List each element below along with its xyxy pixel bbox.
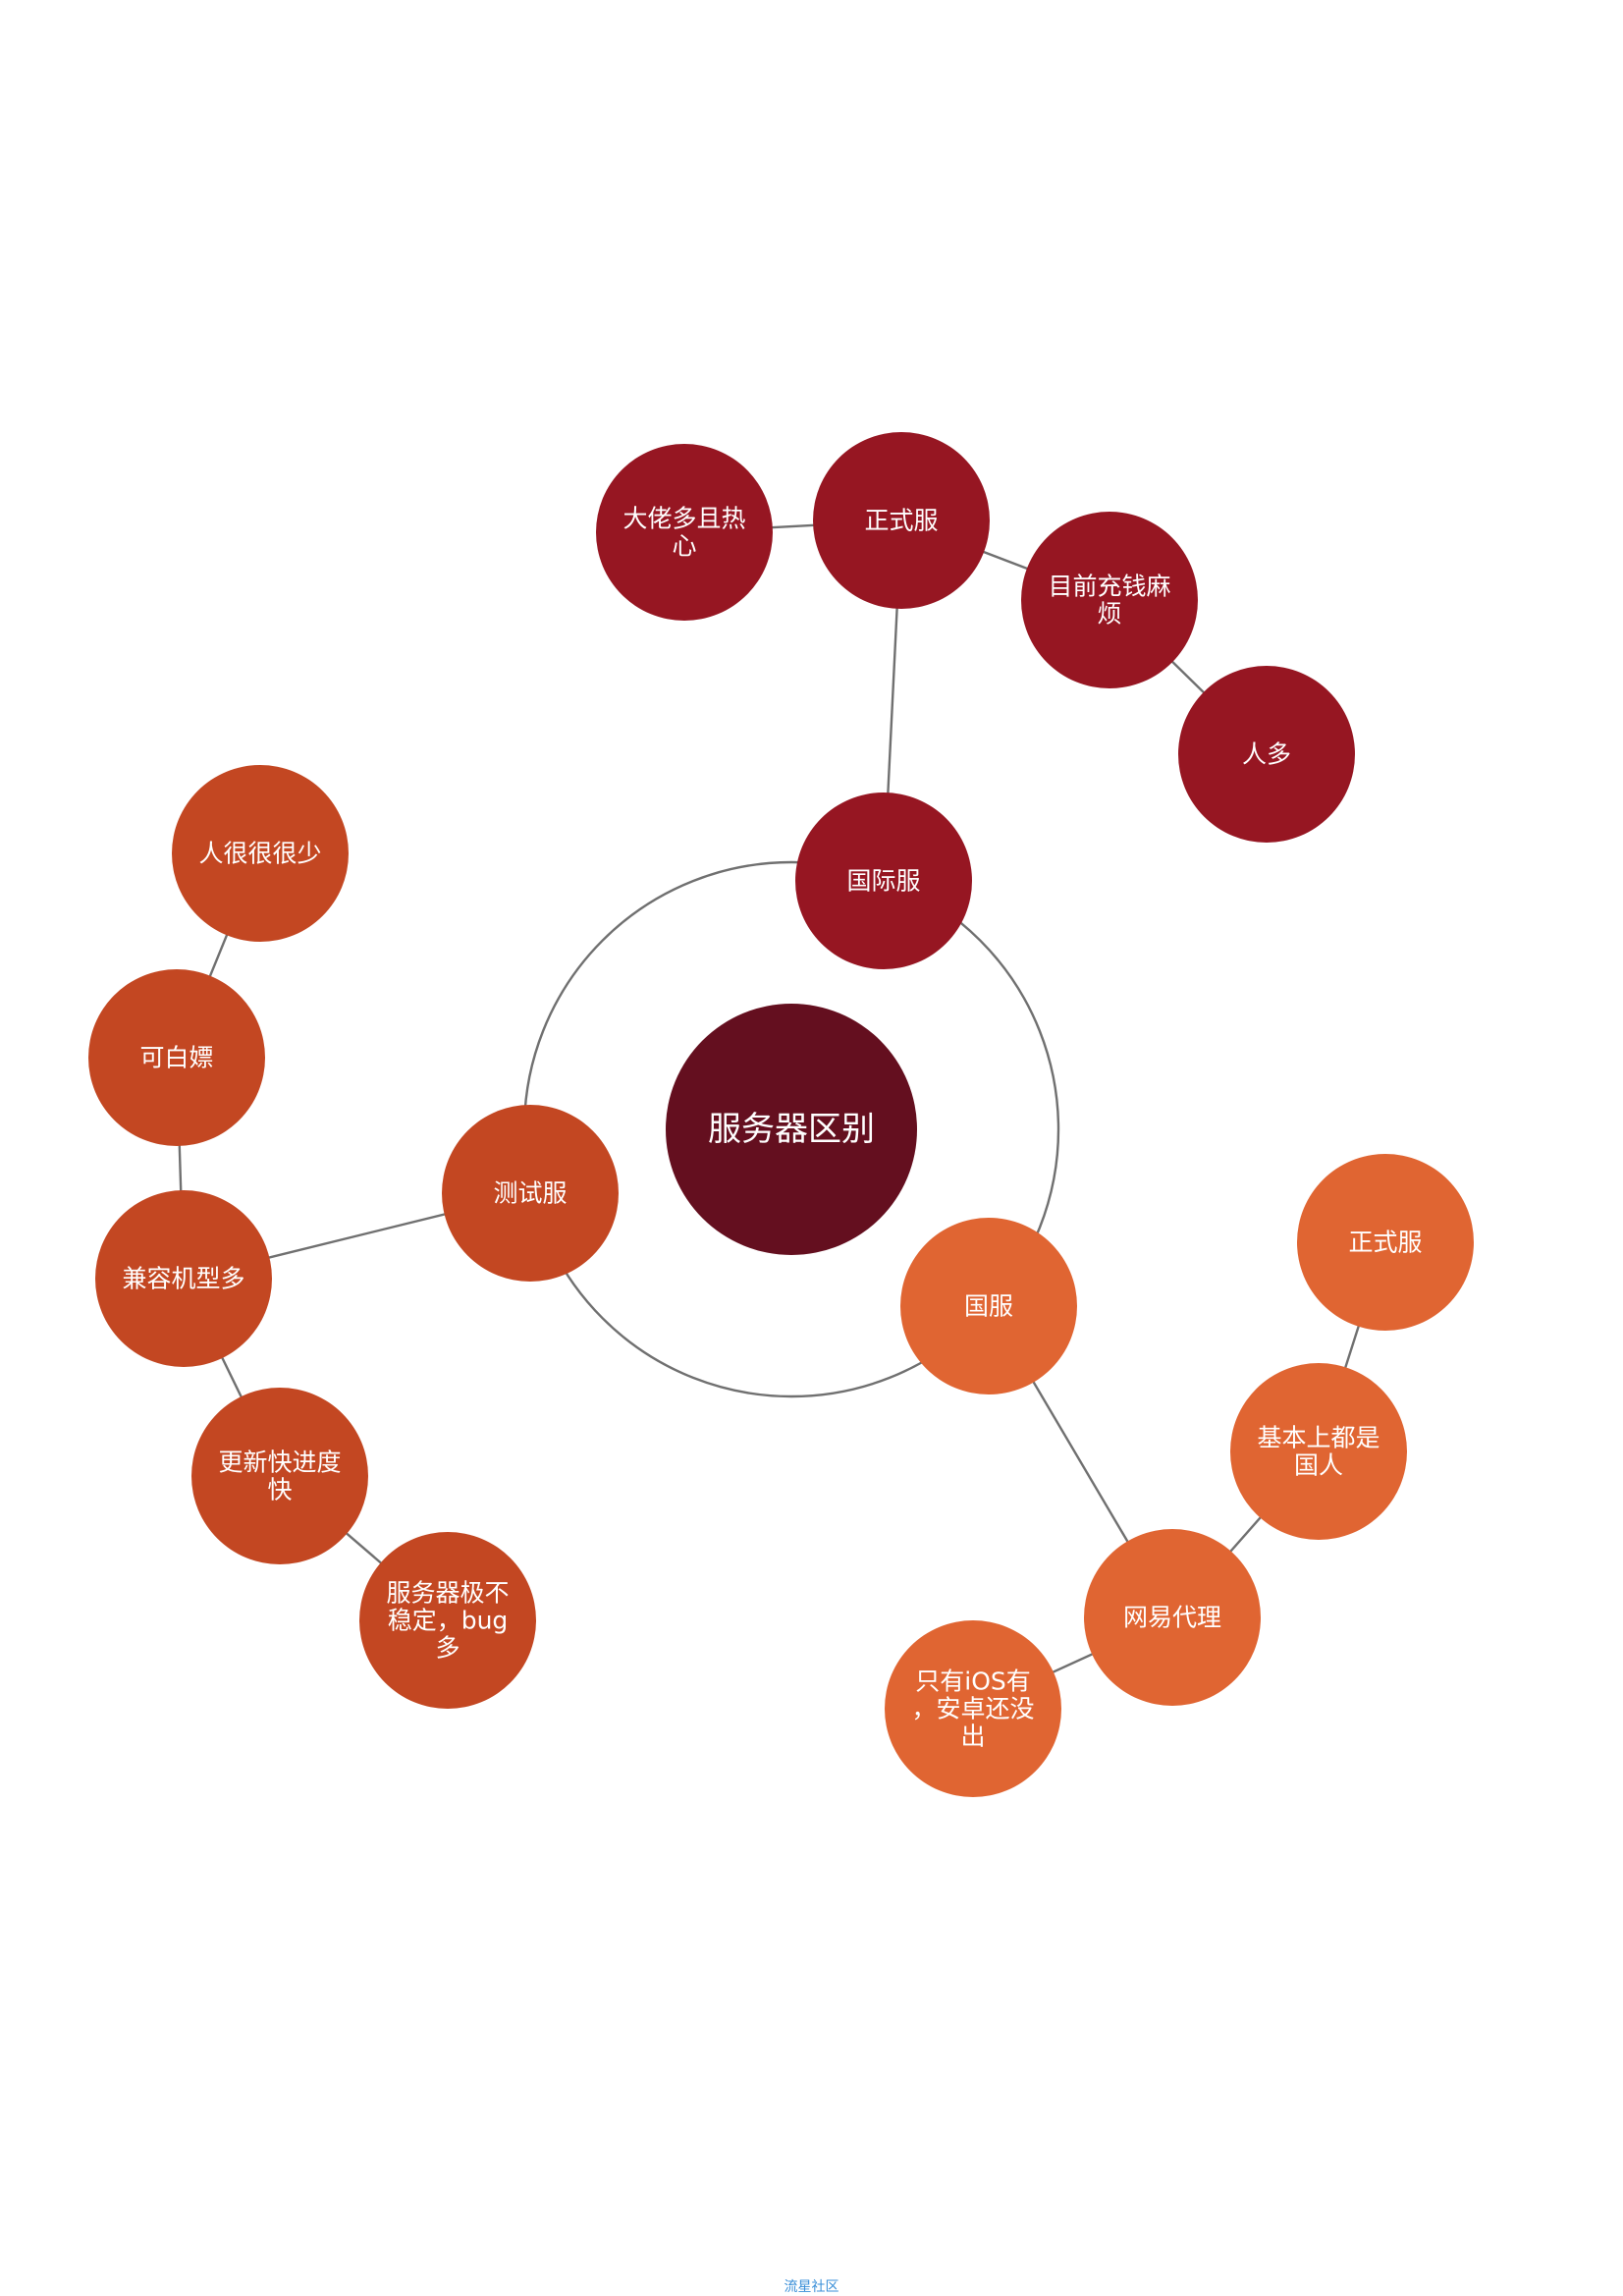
node-circle <box>666 1004 917 1255</box>
node-label-line: 正式服 <box>864 507 938 535</box>
node-circle <box>1297 1154 1474 1331</box>
node-circle <box>359 1532 536 1709</box>
node-circle <box>1084 1529 1261 1706</box>
node-label-line: 出 <box>960 1722 985 1751</box>
node-cn-netease[interactable]: 网易代理 <box>1084 1529 1261 1706</box>
node-circle <box>900 1218 1077 1394</box>
node-circle <box>596 444 773 621</box>
node-label-line: 更新快进度 <box>218 1449 341 1477</box>
node-cn-official[interactable]: 正式服 <box>1297 1154 1474 1331</box>
node-circle <box>95 1190 272 1367</box>
node-circle <box>795 793 972 969</box>
node-label-line: 基本上都是 <box>1257 1424 1380 1452</box>
node-intl[interactable]: 国际服 <box>795 793 972 969</box>
node-label-line: 人多 <box>1242 740 1291 769</box>
node-label-line: 大佬多且热 <box>622 505 745 533</box>
node-circle <box>813 432 990 609</box>
node-test-compat[interactable]: 兼容机型多 <box>95 1190 272 1367</box>
node-intl-crowded[interactable]: 人多 <box>1178 666 1355 843</box>
node-label-line: 心 <box>672 532 696 561</box>
node-circle <box>442 1105 619 1282</box>
node-label-line: 正式服 <box>1348 1229 1422 1257</box>
node-label-line: 测试服 <box>493 1179 567 1208</box>
node-label-line: 服务器区别 <box>708 1110 875 1149</box>
node-circle <box>1230 1363 1407 1540</box>
node-label-line: 只有iOS有 <box>915 1667 1031 1696</box>
node-label-line: 兼容机型多 <box>122 1265 244 1293</box>
node-circle <box>1178 666 1355 843</box>
node-label-line: 目前充钱麻 <box>1048 573 1170 601</box>
node-label-line: ，安卓还没 <box>911 1695 1034 1723</box>
node-label-line: 国人 <box>1294 1451 1343 1480</box>
footer-watermark-text: 流星社区 <box>784 2279 839 2295</box>
node-circle <box>88 969 265 1146</box>
node-circle <box>1021 512 1198 688</box>
node-center[interactable]: 服务器区别 <box>666 1004 917 1255</box>
node-label-line: 国服 <box>964 1292 1013 1321</box>
node-label-line: 服务器极不 <box>386 1579 509 1608</box>
node-label-line: 烦 <box>1097 600 1121 629</box>
node-circle <box>172 765 349 942</box>
node-circle <box>885 1620 1061 1797</box>
node-test-few[interactable]: 人很很很少 <box>172 765 349 942</box>
node-intl-official[interactable]: 正式服 <box>813 432 990 609</box>
node-label-line: 快 <box>267 1476 292 1504</box>
node-label-line: 多 <box>435 1634 460 1663</box>
node-label-line: 稳定，bug <box>388 1607 509 1635</box>
node-test-free[interactable]: 可白嫖 <box>88 969 265 1146</box>
node-label-line: 国际服 <box>846 867 920 896</box>
node-label-line: 人很很很少 <box>198 840 321 868</box>
node-cn[interactable]: 国服 <box>900 1218 1077 1394</box>
node-test[interactable]: 测试服 <box>442 1105 619 1282</box>
node-label-line: 可白嫖 <box>139 1044 213 1072</box>
topic-nodes: 服务器区别国际服正式服大佬多且热心目前充钱麻烦人多测试服兼容机型多可白嫖人很很很… <box>88 432 1474 1797</box>
node-circle <box>191 1388 368 1564</box>
node-label-line: 网易代理 <box>1123 1604 1221 1632</box>
